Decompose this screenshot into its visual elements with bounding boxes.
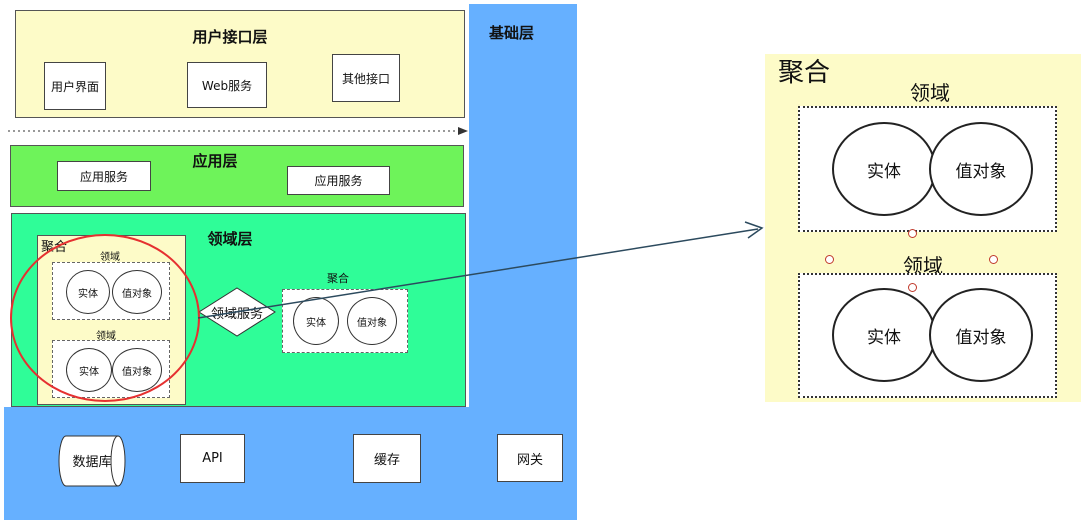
selection-handle[interactable] [825, 255, 834, 264]
ui-box-other-interface: 其他接口 [332, 54, 400, 102]
zoomed-domain-a-label: 领域 [910, 81, 950, 105]
database-cylinder-icon [58, 435, 126, 487]
app-service-box-2: 应用服务 [287, 166, 390, 195]
zoomed-value-object-circle-b: 值对象 [929, 288, 1033, 382]
highlight-circle [10, 234, 200, 402]
zoomed-aggregate-title: 聚合 [778, 58, 831, 88]
user-interface-title: 用户接口层 [192, 28, 268, 46]
database-label: 数据库 [72, 455, 112, 470]
selection-handle[interactable] [989, 255, 998, 264]
aggregate-right-label: 聚合 [327, 272, 349, 285]
cache-box: 缓存 [353, 434, 421, 483]
ui-box-web-service: Web服务 [187, 62, 267, 108]
api-box: API [180, 434, 245, 483]
application-title: 应用层 [192, 152, 238, 170]
zoomed-value-object-circle-a: 值对象 [929, 122, 1033, 216]
domain-title: 领域层 [207, 230, 253, 248]
zoomed-entity-circle-a: 实体 [832, 122, 936, 216]
layer-separator-arrow [8, 127, 468, 135]
infrastructure-title: 基础层 [489, 24, 535, 42]
zoomed-entity-circle-b: 实体 [832, 288, 936, 382]
selection-handle[interactable] [908, 283, 917, 292]
entity-circle-right: 实体 [293, 297, 339, 345]
gateway-box: 网关 [497, 434, 563, 482]
selection-handle[interactable] [908, 229, 917, 238]
app-service-box-1: 应用服务 [57, 161, 151, 191]
domain-service-label: 领域服务 [210, 307, 263, 322]
ui-box-user-interface: 用户界面 [44, 62, 106, 110]
value-object-circle-right: 值对象 [347, 297, 397, 345]
